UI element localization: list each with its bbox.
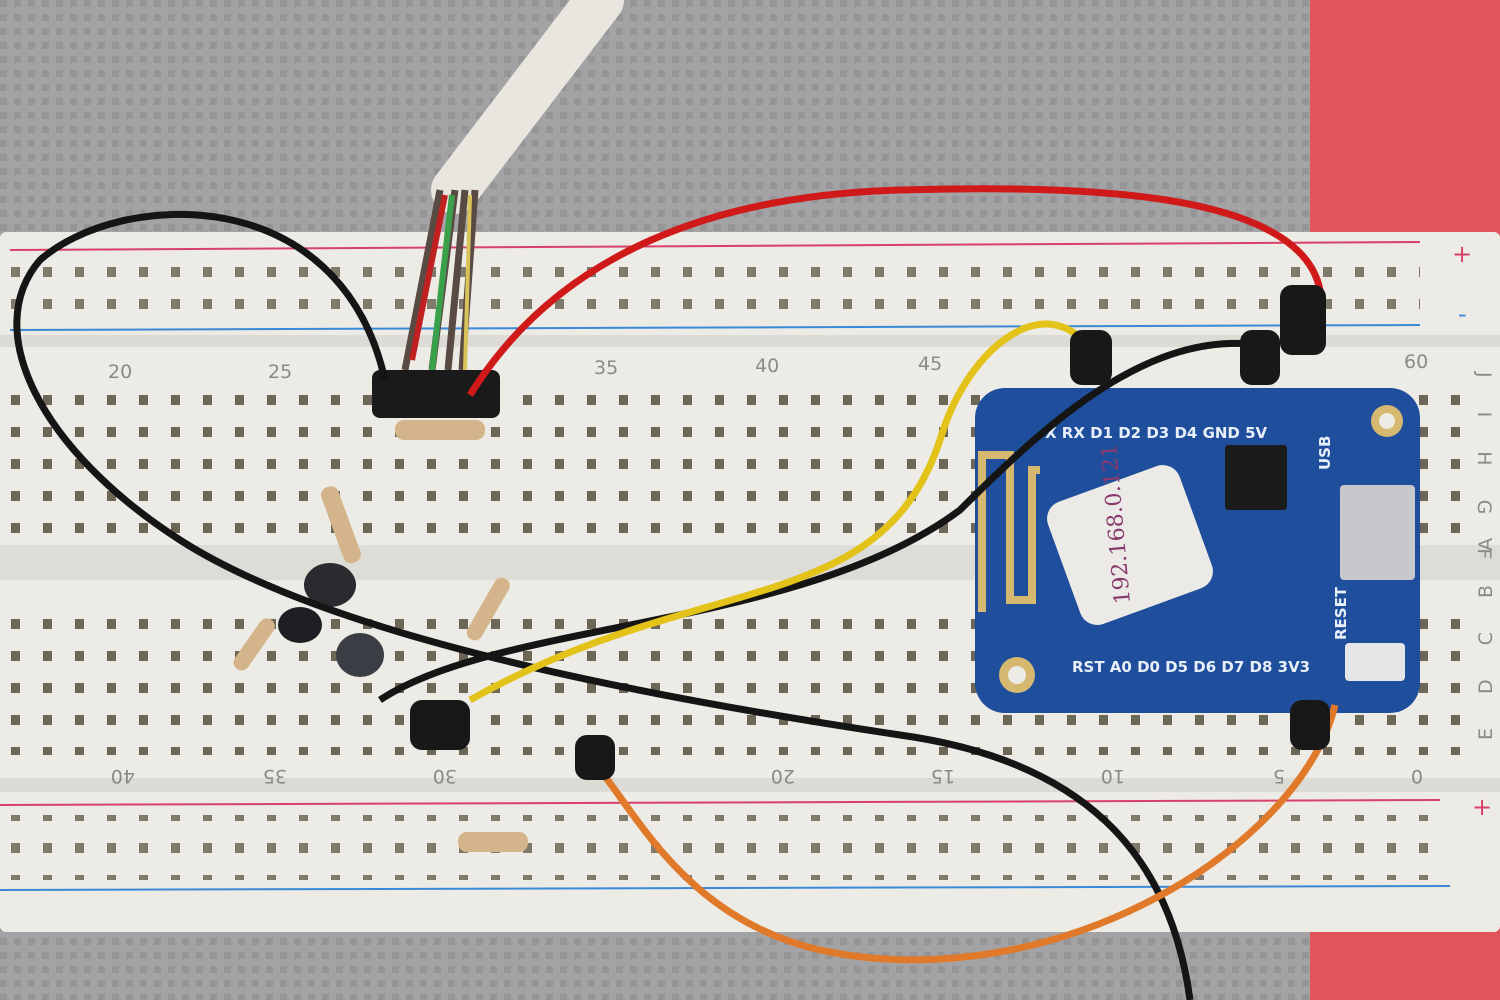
column-number: 40 [755,355,779,377]
transistor [278,607,322,643]
yellow-wire [468,320,1093,704]
ip-sticker [1047,465,1213,625]
column-number: 35 [263,765,287,787]
reset-label: RESET [1332,586,1350,640]
column-number: 15 [931,765,955,787]
wire-plug [1280,285,1326,355]
column-number: 45 [918,353,942,375]
red-wire [467,185,1324,397]
resistor [321,486,361,564]
transistor [304,563,356,607]
column-number: 40 [111,765,135,787]
column-number: 5 [1273,765,1285,787]
top-pin-labels: X RX D1 D2 D3 D4 GND 5V [1045,424,1268,442]
chip [1225,445,1287,510]
wemos-d1-mini-board: X RX D1 D2 D3 D4 GND 5V RST A0 D0 D5 D6 … [975,388,1420,713]
black-wire [13,210,1194,1000]
row-letters-top: J I H G F [1473,371,1495,573]
rail-plus: + [1472,793,1492,821]
black-wire [378,340,1261,703]
resistor [466,577,510,641]
white-cable [431,0,624,214]
rail-minus: - [1458,300,1467,328]
column-number: 35 [594,357,618,379]
column-number: 30 [433,765,457,787]
usb-port [1340,485,1415,580]
usb-label: USB [1316,436,1334,470]
wire-plug [410,700,470,750]
header-block [372,370,500,418]
wire-plug [575,735,615,780]
reset-button [1345,643,1405,681]
column-number: 10 [1101,765,1125,787]
column-number: 0 [1411,765,1423,787]
resistor [233,618,275,671]
bottom-power-rail [10,815,1430,880]
row-letters-bottom: E D C B A [1475,524,1497,740]
top-power-rail [10,258,1420,322]
transistor [336,633,384,677]
components [233,370,528,852]
column-number: 60 [1404,351,1428,373]
resistor [458,832,528,852]
column-number: 20 [108,361,132,383]
bottom-pin-labels: RST A0 D0 D5 D6 D7 D8 3V3 [1072,658,1310,676]
column-number: 20 [771,765,795,787]
antenna-trace [978,451,1040,612]
resistor [395,420,485,440]
rail-plus: + [1452,240,1472,268]
orange-wire [597,704,1339,964]
wire-plug [1290,700,1330,750]
column-number: 25 [268,361,292,383]
wire-plug [1070,330,1112,385]
wire-plug [1240,330,1280,385]
